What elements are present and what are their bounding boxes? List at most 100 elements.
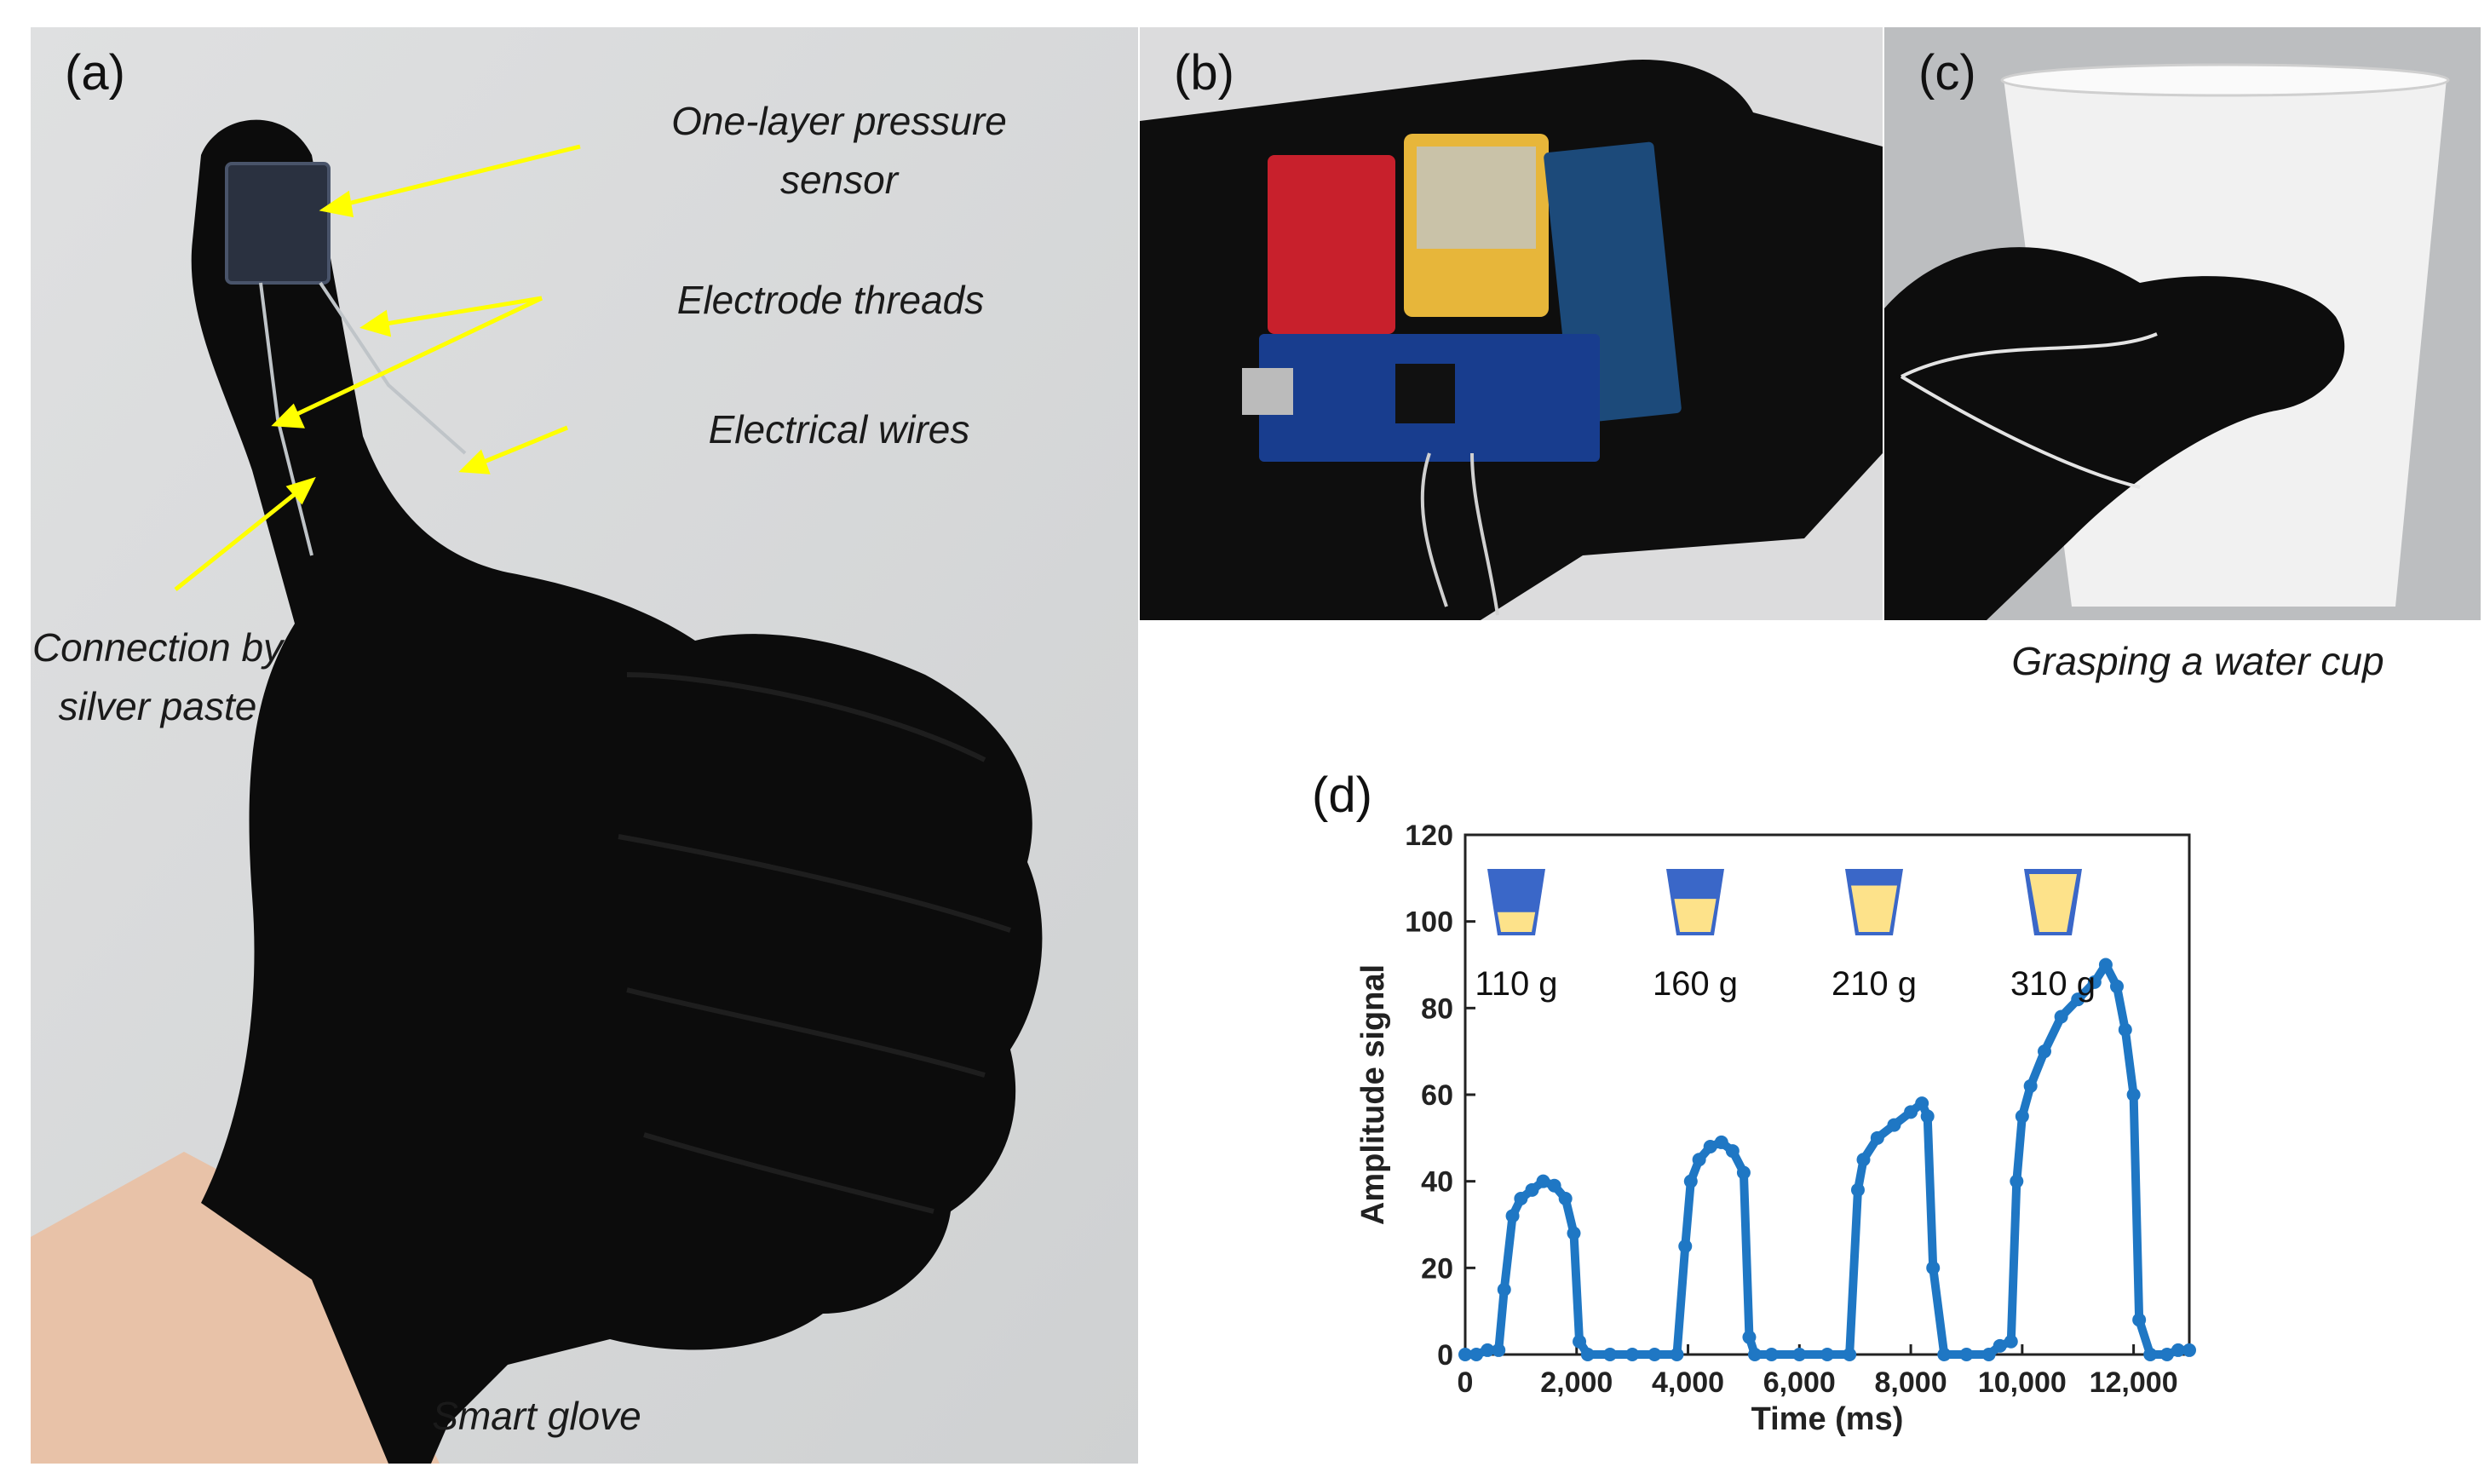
x-tick-label: 0	[1458, 1366, 1474, 1399]
data-point	[1648, 1348, 1662, 1361]
x-tick-label: 10,000	[1978, 1366, 2067, 1399]
data-point	[1558, 1192, 1573, 1205]
data-point	[1904, 1105, 1918, 1119]
data-point	[1469, 1348, 1484, 1361]
data-point	[1692, 1153, 1706, 1167]
panel-a-photo	[31, 27, 1138, 1464]
data-point	[1993, 1338, 2007, 1353]
annotation-silver-paste: Connection by silver paste	[32, 625, 284, 728]
data-point	[1742, 1330, 1757, 1344]
y-tick-label: 0	[1437, 1339, 1453, 1372]
cup-icon-water	[2029, 874, 2077, 932]
panel-c-photo	[1884, 27, 2481, 620]
data-point	[1870, 1130, 1884, 1145]
data-point	[1937, 1348, 1952, 1361]
annotation-pressure-sensor: One-layer pressure sensor	[671, 99, 1007, 202]
data-point	[1920, 1109, 1935, 1124]
x-tick-label: 8,000	[1875, 1366, 1947, 1399]
grasping-cup-illustration	[1884, 27, 2481, 620]
data-point	[1725, 1144, 1740, 1159]
data-point	[1670, 1348, 1684, 1361]
data-point	[1481, 1343, 1495, 1357]
data-point	[2023, 1078, 2038, 1093]
data-point	[1926, 1261, 1941, 1275]
data-point	[1505, 1209, 1520, 1223]
y-tick-label: 20	[1421, 1252, 1453, 1285]
data-point	[1736, 1165, 1751, 1180]
data-point	[2110, 979, 2124, 993]
x-tick-label: 6,000	[1763, 1366, 1836, 1399]
caption-smart-glove: Smart glove	[432, 1394, 641, 1438]
data-point	[1981, 1348, 1996, 1361]
data-point	[1714, 1135, 1728, 1149]
data-point	[2087, 975, 2102, 989]
data-point	[1683, 1174, 1698, 1188]
data-point	[2171, 1343, 2185, 1357]
x-tick-label: 12,000	[2090, 1366, 2178, 1399]
y-tick-label: 100	[1405, 906, 1453, 939]
data-point	[1547, 1178, 1561, 1193]
data-point	[1850, 1182, 1865, 1197]
sd-card-module	[1268, 155, 1395, 334]
x-axis-label: Time (ms)	[1751, 1401, 1904, 1437]
data-point	[1567, 1226, 1581, 1240]
amplitude-chart: 0 20 40 60 80 100 120 0 2,000 4,000 6,000 8,000 10,0…	[1355, 820, 2196, 1437]
data-point	[2132, 1313, 2147, 1327]
y-tick-label: 120	[1405, 820, 1453, 852]
panel-c-label: (c)	[1918, 45, 1976, 101]
data-point	[1625, 1348, 1640, 1361]
data-point	[1820, 1348, 1834, 1361]
data-point	[1492, 1343, 1506, 1357]
caption-grasping-cup: Grasping a water cup	[2011, 639, 2384, 683]
data-point	[1678, 1239, 1693, 1253]
annotation-electrical-wires: Electrical wires	[708, 407, 970, 452]
data-point	[1748, 1348, 1762, 1361]
cup-icon-water	[1851, 885, 1897, 932]
smart-glove-illustration	[31, 27, 1138, 1464]
data-point	[1856, 1153, 1871, 1167]
data-point	[2004, 1334, 2018, 1349]
data-point	[2071, 992, 2085, 1007]
data-point	[1703, 1140, 1717, 1153]
panel-b-label: (b)	[1174, 45, 1234, 101]
data-point	[1525, 1182, 1539, 1197]
data-point	[2159, 1348, 2174, 1361]
panel-b-photo	[1140, 27, 1883, 620]
data-point	[1603, 1348, 1617, 1361]
y-tick-label: 80	[1421, 992, 1453, 1025]
cup-weight-label: 160 g	[1653, 965, 1738, 1003]
data-point	[2054, 1009, 2068, 1024]
data-point	[1792, 1348, 1807, 1361]
y-tick-label: 40	[1421, 1166, 1453, 1199]
data-point	[1514, 1192, 1528, 1205]
data-point	[2038, 1044, 2051, 1059]
data-point	[2143, 1348, 2158, 1361]
data-point	[2126, 1088, 2141, 1101]
data-point	[1573, 1334, 1587, 1349]
data-point	[1536, 1174, 1550, 1188]
data-point	[1764, 1348, 1779, 1361]
data-point	[2015, 1109, 2029, 1124]
panel-d-label: (d)	[1312, 768, 1372, 823]
data-point	[2118, 1022, 2132, 1037]
data-point	[1458, 1348, 1472, 1361]
series-line	[1465, 960, 2189, 1359]
data-point	[1580, 1348, 1595, 1361]
glove-thumb	[1884, 247, 2345, 620]
x-tick-label: 2,000	[1540, 1366, 1613, 1399]
y-tick-label: 60	[1421, 1079, 1453, 1112]
cup-weight-label: 210 g	[1832, 965, 1917, 1003]
cup-weight-label: 310 g	[2010, 965, 2096, 1003]
data-point	[2182, 1343, 2196, 1357]
cup-weight-label: 110 g	[1475, 965, 1557, 1003]
wrist-skin	[31, 1152, 440, 1464]
data-point	[1959, 1348, 1974, 1361]
cup-icon-water	[1497, 912, 1536, 932]
data-point	[1843, 1348, 1857, 1361]
data-point	[1497, 1282, 1511, 1297]
x-tick-label: 4,000	[1652, 1366, 1724, 1399]
pressure-sensor-patch	[225, 162, 331, 285]
glove-hand	[191, 119, 1043, 1464]
data-point	[2098, 958, 2113, 972]
data-point	[2010, 1174, 2024, 1188]
